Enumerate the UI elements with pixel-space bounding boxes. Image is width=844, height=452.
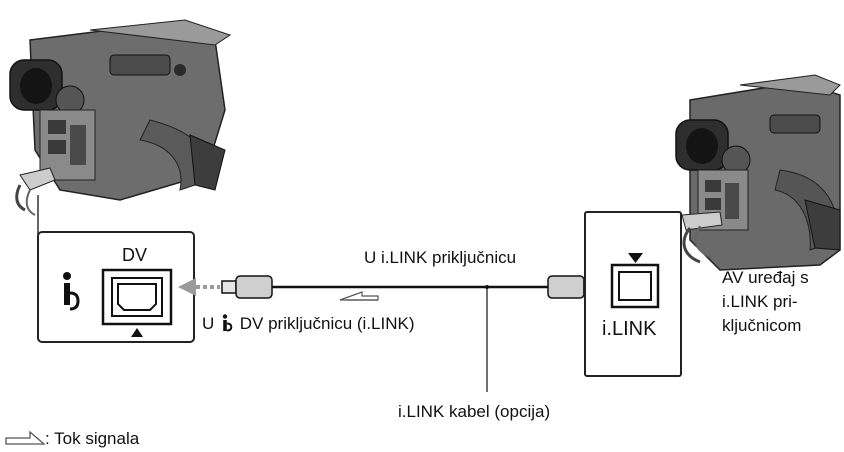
ilink-port-label: i.LINK: [602, 318, 657, 340]
dv-port-label: DV: [122, 245, 148, 265]
left-port-prefix: U: [202, 314, 215, 333]
device-label-line3: ključnicom: [722, 316, 802, 335]
av-device-camcorder-icon: [675, 74, 841, 271]
camcorder-icon: [9, 19, 232, 216]
cable-name-label: i.LINK kabel (opcija): [398, 402, 551, 421]
left-port-label: U DV priključnicu (i.LINK): [202, 314, 415, 334]
port-pointer-down-icon: [628, 253, 643, 263]
legend-arrow-icon: [5, 430, 46, 445]
port-pointer-up-icon: [131, 328, 143, 337]
right-port-panel: [584, 211, 682, 377]
left-port-suffix: DV priključnicu (i.LINK): [239, 314, 415, 333]
ilink-icon: [63, 272, 80, 311]
ilink-icon: [222, 314, 233, 332]
dv-port: [101, 268, 173, 337]
device-label-line1: AV uređaj s: [722, 268, 809, 287]
cable-top-label: U i.LINK priključnicu: [364, 248, 517, 267]
flow-direction-arrow-icon: [339, 291, 379, 301]
ilink-cable: [221, 275, 599, 392]
legend-text: : Tok signala: [45, 429, 140, 448]
device-label-line2: i.LINK pri-: [722, 292, 798, 311]
signal-flow-arrow-icon: [178, 278, 220, 296]
